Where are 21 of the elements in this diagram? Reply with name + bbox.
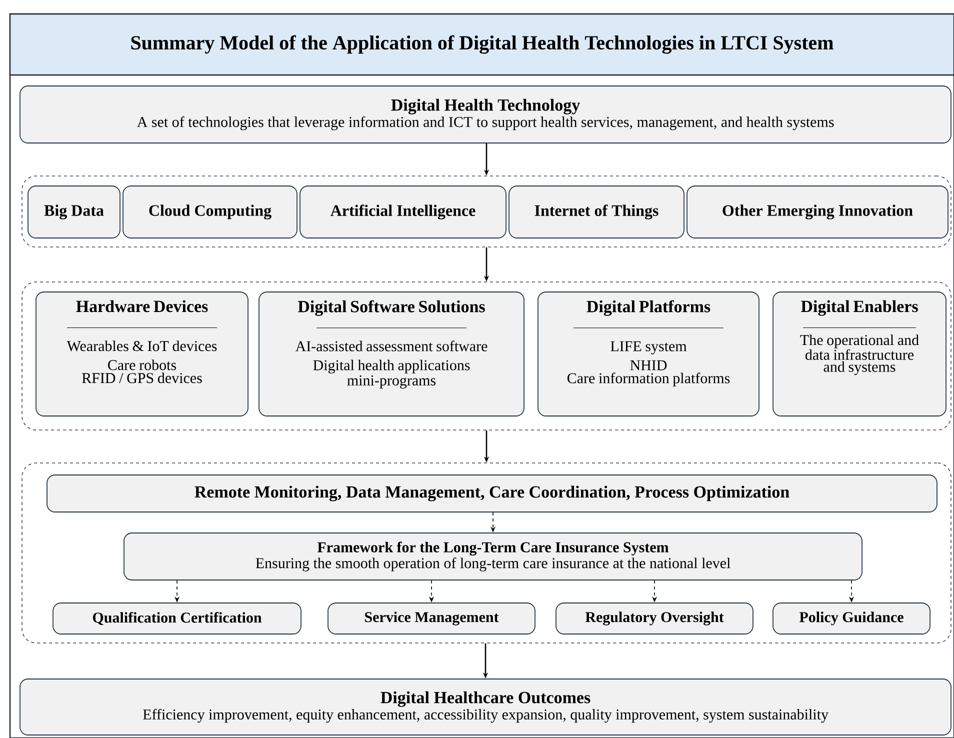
dashed-group: [22, 176, 952, 248]
dashed-group: [22, 462, 952, 644]
category-card: Digital Platforms LIFE system NHID Care information platforms: [538, 292, 760, 416]
function-bar: Remote Monitoring, Data Management, Care Coordination, Process Optimization: [46, 474, 938, 512]
framework-box: Framework for the Long-Term Care Insurance System Ensuring the smooth operation of long-term care insurance at the national level: [124, 532, 862, 580]
technology-box: Big Data: [28, 186, 120, 238]
title-banner: Summary Model of the Application of Digital Health Technologies in LTCI System: [9, 13, 954, 76]
function-box: Qualification Certification: [52, 602, 302, 634]
function-box: Service Management: [328, 602, 536, 634]
summary-box: Digital Health Technology A set of technologies that leverage information and ICT to support health services, management, and health systems: [20, 86, 952, 144]
category-card: Digital Software Solutions AI-assisted assessment software Digital health applications mini-programs: [258, 292, 524, 416]
technology-box: Cloud Computing: [122, 186, 298, 238]
category-card: Hardware Devices Wearables & IoT devices Care robots RFID / GPS devices: [36, 292, 248, 416]
technology-box: Other Emerging Innovation: [686, 186, 948, 238]
technology-box: Internet of Things: [508, 186, 684, 238]
summary-box: Digital Healthcare Outcomes Efficiency improvement, equity enhancement, accessibility expansion, quality improvement, system sustainability: [20, 678, 952, 736]
function-box: Policy Guidance: [772, 602, 930, 634]
function-box: Regulatory Oversight: [556, 602, 754, 634]
dashed-group: [22, 282, 952, 430]
technology-box: Artificial Intelligence: [300, 186, 506, 238]
category-card: Digital Enablers The operational and data infrastructure and systems: [772, 292, 946, 416]
